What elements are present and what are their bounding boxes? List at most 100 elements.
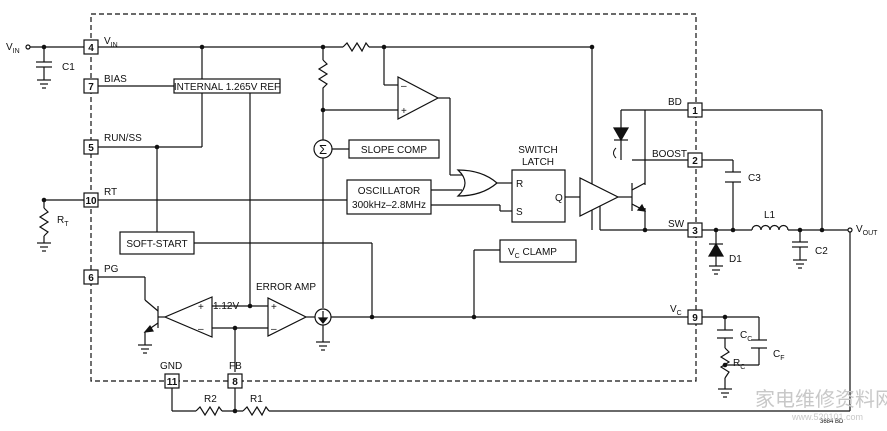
pin-name-boost: BOOST <box>652 149 687 160</box>
power-transistor <box>631 182 647 212</box>
pin-name-gnd: GND <box>160 361 182 372</box>
rc-resistor: RC <box>719 347 745 379</box>
c1-capacitor: C1 <box>36 61 75 89</box>
pin-5-box <box>83 139 99 155</box>
r1-resistor: R1 <box>242 394 270 417</box>
pin-name-pg: PG <box>104 264 119 275</box>
r2-label: R2 <box>204 394 217 405</box>
c2-label: C2 <box>815 246 828 257</box>
current-source <box>314 308 332 326</box>
junctions <box>41 44 825 414</box>
latch-r-label: R <box>516 179 523 190</box>
pin-number: 10 <box>85 196 97 207</box>
watermark: 家电维修资料网 www.520101.com <box>755 388 887 422</box>
oscillator-block: OSCILLATOR 300kHz–2.8MHz <box>346 179 432 215</box>
current-comparator: – + <box>397 76 440 120</box>
cf-capacitor: CF <box>751 339 785 362</box>
vc-clamp-label: VC CLAMP <box>508 247 557 260</box>
pin-name-rt: RT <box>104 187 117 198</box>
pin-name-fb: FB <box>229 361 242 372</box>
pin-numbers: 4 7 5 10 6 11 8 1 2 3 9 <box>85 43 698 388</box>
pin-name-sw: SW <box>668 219 685 230</box>
cc-capacitor: CC <box>717 329 752 343</box>
pin-boxes <box>83 39 703 389</box>
l1-label: L1 <box>764 210 776 221</box>
pin-names: VIN BIAS RUN/SS RT PG GND FB BD BOOST SW… <box>104 36 687 372</box>
internal-ref-label: INTERNAL 1.265V REF <box>174 82 280 93</box>
wires <box>28 46 851 412</box>
or-gate <box>456 169 498 197</box>
pin-1-box <box>687 102 703 118</box>
pin-number: 7 <box>88 82 94 93</box>
soft-start-label: SOFT-START <box>126 239 187 250</box>
pg-transistor <box>143 299 159 333</box>
error-amp-minus: – <box>271 324 277 335</box>
pin-number: 8 <box>232 377 238 388</box>
pg-threshold-label: 1.12V <box>213 301 239 312</box>
c3-capacitor: C3 <box>725 171 761 184</box>
pg-comparator: + – 1.12V <box>163 296 239 338</box>
d1-label: D1 <box>729 254 742 265</box>
pin-number: 9 <box>692 313 698 324</box>
figure-code: 3684 BD <box>820 419 844 425</box>
rc-ground <box>718 388 732 398</box>
c1-label: C1 <box>62 62 75 73</box>
sense-resistor <box>342 41 370 53</box>
error-amplifier: + – ERROR AMP <box>256 282 316 337</box>
switch-latch-block: SWITCH LATCH R S Q <box>511 145 566 223</box>
oscillator-label: OSCILLATOR <box>358 186 420 197</box>
r2-resistor: R2 <box>195 394 223 417</box>
comparator-minus: – <box>401 81 407 92</box>
pin-number: 11 <box>167 377 178 388</box>
summing-node: Σ <box>313 139 333 159</box>
vout-label: VOUT <box>856 224 878 237</box>
slope-comp-block: SLOPE COMP <box>348 139 440 159</box>
rc-label: RC <box>733 358 745 371</box>
vc-clamp-block: VC CLAMP <box>499 239 577 263</box>
pg-comp-minus: – <box>198 324 204 335</box>
latch-title-2: LATCH <box>522 157 554 168</box>
watermark-url: www.520101.com <box>791 412 863 422</box>
error-amp-plus: + <box>271 302 277 313</box>
pg-comp-plus: + <box>198 302 204 313</box>
pin-name-bias: BIAS <box>104 74 127 85</box>
cf-label: CF <box>773 349 785 362</box>
pin-6-box <box>83 269 99 285</box>
comparator-plus: + <box>401 106 407 117</box>
pin-number: 4 <box>88 43 94 54</box>
pin-11-box <box>164 373 180 389</box>
oscillator-range-label: 300kHz–2.8MHz <box>352 200 426 211</box>
internal-ref-block: INTERNAL 1.265V REF <box>173 78 281 94</box>
pin-name-run: RUN/SS <box>104 133 142 144</box>
pin-name-bd: BD <box>668 97 682 108</box>
d1-diode: D1 <box>707 242 742 275</box>
pin-9-box <box>687 309 703 325</box>
watermark-text: 家电维修资料网 <box>755 388 887 411</box>
pin-3-box <box>687 222 703 238</box>
sum-symbol: Σ <box>319 142 327 157</box>
rt-label: RT <box>57 215 69 228</box>
divider-resistor <box>317 59 329 92</box>
pin-number: 1 <box>692 106 698 117</box>
pin-7-box <box>83 78 99 94</box>
pin-number: 6 <box>88 273 94 284</box>
slope-comp-label: SLOPE COMP <box>361 145 427 156</box>
pin-10-box <box>83 192 99 208</box>
l1-inductor: L1 <box>751 210 789 231</box>
c3-label: C3 <box>748 173 761 184</box>
c2-capacitor: C2 <box>792 241 828 269</box>
boost-diode <box>612 127 630 160</box>
pin-4-box <box>83 39 99 55</box>
ground-symbols <box>138 341 330 354</box>
soft-start-block: SOFT-START <box>119 231 195 255</box>
rt-resistor: RT <box>37 207 69 252</box>
vin-label: VIN <box>6 42 20 55</box>
vin-terminal <box>25 44 31 50</box>
pin-name-vc: VC <box>670 304 682 317</box>
pin-2-box <box>687 152 703 168</box>
pin-number: 2 <box>692 156 698 167</box>
switch-driver <box>579 177 620 217</box>
pin-number: 5 <box>88 143 94 154</box>
